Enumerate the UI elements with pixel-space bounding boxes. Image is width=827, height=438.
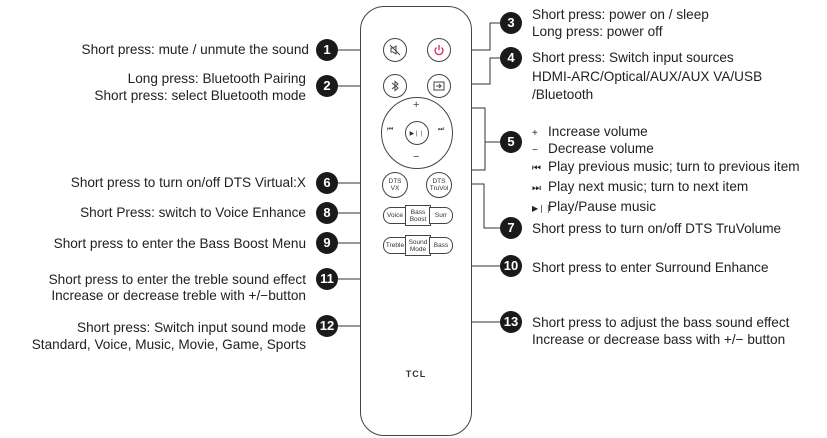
badge-7: 7	[500, 217, 522, 239]
minus-symbol: −	[532, 145, 538, 156]
label-bass-boost: Short press to enter the Bass Boost Menu	[53, 236, 306, 251]
dts-truvolume-button[interactable]: DTS TruVol	[426, 172, 452, 198]
power-icon	[434, 45, 444, 56]
volume-up-button[interactable]: +	[413, 99, 420, 111]
power-button[interactable]	[427, 38, 451, 62]
bass-boost-button[interactable]: Bass Boost	[405, 205, 431, 226]
label-vol-down: −Decrease volume	[532, 141, 654, 159]
label-prev: ⏮Play previous music; turn to previous i…	[532, 159, 800, 177]
label-treble-2: Increase or decrease treble with +/−butt…	[51, 288, 306, 303]
label-dts-vx: Short press to turn on/off DTS Virtual:X	[70, 175, 306, 190]
play-pause-icon: ▶❘❘	[532, 204, 552, 213]
surround-button[interactable]: Surr	[429, 207, 453, 224]
badge-4: 4	[500, 47, 522, 69]
next-icon: ⏭	[438, 126, 445, 133]
badge-12: 12	[316, 315, 338, 337]
play-pause-button[interactable]: ▶❘❘	[405, 121, 429, 145]
label-sound-mode-2: Standard, Voice, Music, Movie, Game, Spo…	[31, 337, 306, 352]
remote-control: + − ⏮ ⏭ ▶❘❘ DTS VX DTS TruVol Voice Bass…	[360, 6, 472, 436]
bass-button[interactable]: Bass	[429, 237, 453, 254]
label-truvolume: Short press to turn on/off DTS TruVolume	[532, 221, 782, 236]
badge-1: 1	[316, 39, 338, 61]
mute-button[interactable]	[383, 38, 407, 62]
label-next: ⏭Play next music; turn to next item	[532, 179, 748, 197]
voice-button[interactable]: Voice	[383, 207, 407, 224]
label-source-2: HDMI-ARC/Optical/AUX/AUX VA/USB	[532, 69, 763, 84]
label-voice: Short Press: switch to Voice Enhance	[80, 205, 306, 220]
source-icon	[433, 81, 445, 91]
play-pause-icon: ▶❘❘	[409, 130, 425, 137]
bluetooth-icon	[391, 80, 399, 92]
badge-3: 3	[500, 12, 522, 34]
tcl-logo: TCL	[405, 369, 427, 379]
mute-icon	[389, 44, 401, 56]
prev-icon: ⏮	[532, 163, 541, 174]
next-icon: ⏭	[532, 183, 541, 194]
volume-down-button[interactable]: −	[413, 151, 420, 163]
badge-9: 9	[316, 232, 338, 254]
badge-10: 10	[500, 255, 522, 277]
badge-8: 8	[316, 202, 338, 224]
badge-5: 5	[500, 131, 522, 153]
label-bass-2: Increase or decrease bass with +/− butto…	[532, 332, 786, 347]
dts-vx-button[interactable]: DTS VX	[382, 172, 408, 198]
label-source-1: Short press: Switch input sources	[532, 50, 734, 65]
badge-11: 11	[316, 268, 338, 290]
label-surround: Short press to enter Surround Enhance	[532, 260, 769, 275]
badge-6: 6	[316, 172, 338, 194]
badge-13: 13	[500, 311, 522, 333]
label-vol-up: +Increase volume	[532, 124, 648, 142]
label-bt-pairing: Long press: Bluetooth Pairing	[127, 71, 306, 86]
label-power-off: Long press: power off	[532, 24, 663, 39]
prev-button[interactable]: ⏮	[387, 126, 393, 134]
source-button[interactable]	[427, 74, 451, 98]
label-sound-mode-1: Short press: Switch input sound mode	[77, 320, 306, 335]
label-treble-1: Short press to enter the treble sound ef…	[48, 272, 306, 287]
label-playpause: ▶❘❘Play/Pause music	[532, 199, 656, 217]
badge-2: 2	[316, 75, 338, 97]
next-button[interactable]: ⏭	[438, 126, 444, 134]
label-power-on: Short press: power on / sleep	[532, 7, 709, 22]
label-mute: Short press: mute / unmute the sound	[81, 42, 309, 57]
label-source-3: /Bluetooth	[532, 87, 594, 102]
sound-mode-button[interactable]: Sound Mode	[405, 235, 431, 256]
bluetooth-button[interactable]	[383, 74, 407, 98]
treble-button[interactable]: Treble	[383, 237, 407, 254]
label-bt-mode: Short press: select Bluetooth mode	[94, 88, 306, 103]
label-bass-1: Short press to adjust the bass sound eff…	[532, 315, 790, 330]
prev-icon: ⏮	[387, 126, 394, 133]
plus-symbol: +	[532, 128, 538, 139]
